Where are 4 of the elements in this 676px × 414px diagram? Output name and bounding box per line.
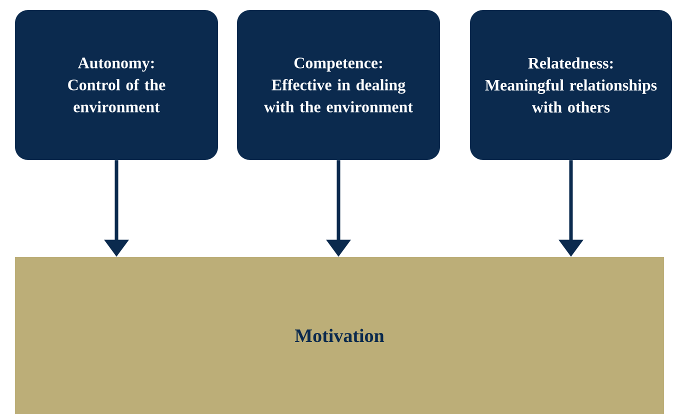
concept-box: Competence: Effective in dealing with the environment — [237, 10, 440, 160]
motivation-band: Motivation — [15, 257, 664, 414]
concept-box: Autonomy: Control of the environment — [15, 10, 218, 160]
concept-box: Relatedness: Meaningful relationships with others — [470, 10, 672, 160]
